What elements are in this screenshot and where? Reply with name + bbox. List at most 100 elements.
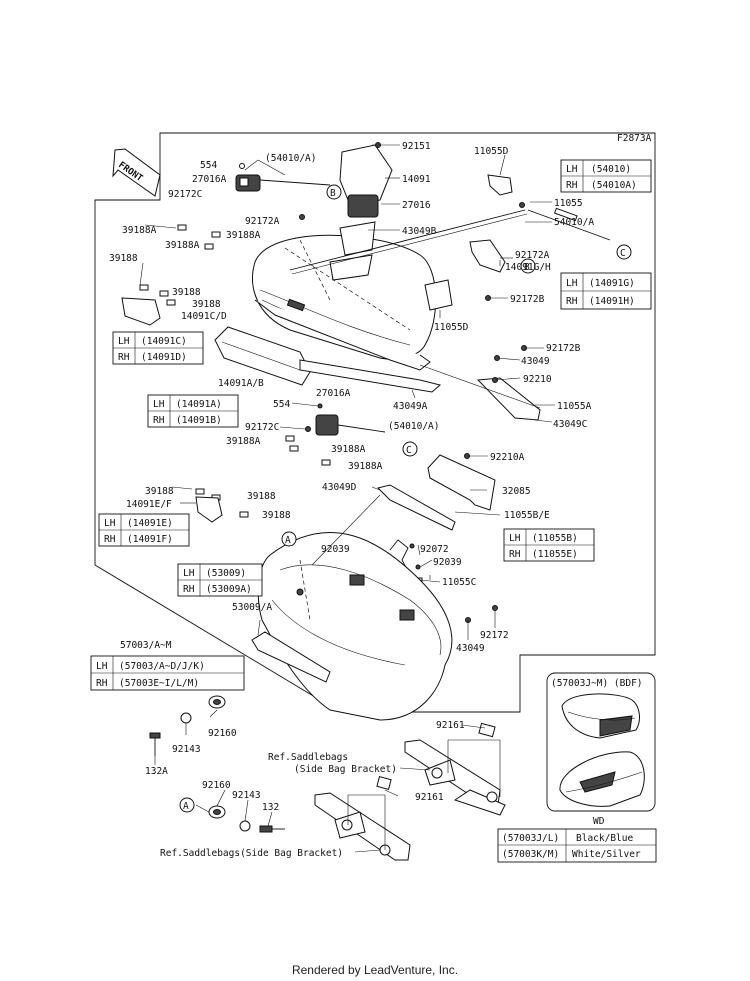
label-39188-6: 39188 (262, 510, 291, 521)
callout-a-bottom: A (183, 801, 189, 812)
label-57003am: 57003/A~M (120, 640, 172, 651)
variant-box: (57003J~M) (BDF) WD (546, 672, 656, 827)
svg-text:RH: RH (96, 678, 108, 689)
label-554: 554 (200, 160, 217, 171)
svg-text:(53009A): (53009A) (206, 584, 252, 595)
label-92161-bottom: 92161 (415, 792, 444, 803)
label-39188a-6: 39188A (348, 461, 383, 472)
label-92161-top: 92161 (436, 720, 465, 731)
strip-53009a (251, 631, 331, 683)
svg-text:LH: LH (153, 399, 165, 410)
side-table-3: LH(14091C) RH(14091D) (112, 331, 204, 365)
side-table-8: LH (57003/A~D/J/K) RH (57003E~I/L/M) (90, 655, 245, 691)
label-92072: 92072 (420, 544, 449, 555)
label-53009a: 53009/A (232, 602, 272, 613)
color-table: (57003J/L) Black/Blue (57003K/M) White/Sil… (497, 828, 657, 863)
svg-text:LH: LH (566, 164, 578, 175)
strip-43049a (299, 359, 442, 393)
label-92160-bottom: 92160 (202, 780, 231, 791)
label-92172: 92172 (480, 630, 509, 641)
label-92151: 92151 (402, 141, 431, 152)
callout-c-right: C (620, 248, 626, 259)
label-32085: 32085 (502, 486, 531, 497)
svg-text:RH: RH (566, 296, 578, 307)
rail-11055be (377, 484, 456, 531)
label-ref-bottom: Ref.Saddlebags(Side Bag Bracket) (160, 848, 343, 859)
svg-text:(14091D): (14091D) (141, 352, 187, 363)
label-39188a-5: 39188A (331, 444, 366, 455)
latch-assembly-mid (315, 414, 386, 436)
svg-text:Black/Blue: Black/Blue (576, 833, 633, 844)
label-11055c: 11055C (442, 577, 476, 588)
callout-a-mid: A (285, 535, 291, 546)
label-92039-right: 92039 (433, 557, 462, 568)
label-ref-top-1: Ref.Saddlebags (268, 752, 348, 763)
svg-text:RH: RH (118, 352, 130, 363)
svg-text:LH: LH (183, 568, 195, 579)
svg-text:(57003E~I/L/M): (57003E~I/L/M) (119, 678, 199, 689)
label-554-mid: 554 (273, 399, 290, 410)
label-132: 132 (262, 802, 279, 813)
label-54010a-top: (54010/A) (265, 153, 316, 164)
svg-text:(57003/A~D/J/K): (57003/A~D/J/K) (119, 661, 205, 672)
side-bag-bracket-bottom (314, 776, 411, 861)
svg-text:White/Silver: White/Silver (572, 849, 641, 860)
svg-text:(14091B): (14091B) (176, 415, 222, 426)
svg-text:(14091G): (14091G) (589, 278, 635, 289)
part-labels: 554 27016A 92172C (54010/A) 92151 14091 … (109, 141, 594, 859)
label-39188a-3: 39188A (165, 240, 200, 251)
svg-text:RH: RH (509, 549, 521, 560)
figure-code: F2873A (617, 133, 652, 144)
emblem-ef (195, 496, 223, 523)
label-92172b-mid: 92172B (510, 294, 545, 305)
callout-c-mid: C (406, 445, 412, 456)
svg-text:RH: RH (566, 180, 578, 191)
svg-text:(57003K/M): (57003K/M) (502, 849, 559, 860)
label-11055a: 11055A (557, 401, 592, 412)
label-43049-bottom: 43049 (456, 643, 485, 654)
leader-lines (139, 144, 555, 640)
label-92143-top: 92143 (172, 744, 201, 755)
label-14091cd: 14091C/D (181, 311, 227, 322)
label-11055d-top: 11055D (474, 146, 509, 157)
svg-text:(54010): (54010) (591, 164, 631, 175)
label-27016a: 27016A (192, 174, 227, 185)
side-table-6: LH(11055B) RH(11055E) (503, 528, 595, 562)
callout-b-top: B (330, 188, 336, 199)
lid-rod (289, 209, 526, 271)
label-ref-top-2: (Side Bag Bracket) (294, 764, 397, 775)
footer-credit: Rendered by LeadVenture, Inc. (291, 963, 459, 977)
label-92172a-left: 92172A (245, 216, 280, 227)
label-39188-2: 39188 (172, 287, 201, 298)
svg-text:LH: LH (96, 661, 108, 672)
label-43049d: 43049D (322, 482, 357, 493)
label-39188a-1: 39188A (122, 225, 157, 236)
label-14091gh: 14091G/H (505, 262, 551, 273)
label-14091ab: 14091A/B (218, 378, 264, 389)
side-table-2: LH (14091G) RH (14091H) (560, 272, 652, 310)
label-14091: 14091 (402, 174, 431, 185)
label-39188a-4: 39188A (226, 436, 261, 447)
side-table-1: LH (54010) RH (54010A) (560, 159, 652, 193)
hinge-bracket-top (329, 144, 393, 281)
label-92172a-right: 92172A (515, 250, 550, 261)
label-39188-1: 39188 (109, 253, 138, 264)
label-39188-3: 39188 (192, 299, 221, 310)
diagram-frame (94, 132, 656, 713)
svg-text:LH: LH (566, 278, 578, 289)
rod-end-bracket (487, 174, 513, 196)
svg-text:LH: LH (509, 533, 521, 544)
svg-text:(54010A): (54010A) (591, 180, 637, 191)
label-92160-top: 92160 (208, 728, 237, 739)
svg-text:(57003J/L): (57003J/L) (502, 833, 559, 844)
label-92039-left: 92039 (321, 544, 350, 555)
svg-text:(14091H): (14091H) (589, 296, 635, 307)
side-table-5: LH(14091E) RH(14091F) (98, 513, 190, 547)
label-132a: 132A (145, 766, 168, 777)
label-92210a: 92210A (490, 452, 525, 463)
svg-text:RH: RH (183, 584, 195, 595)
label-54010a-mid: (54010/A) (388, 421, 439, 432)
label-27016a-mid: 27016A (316, 388, 351, 399)
svg-text:(11055B): (11055B) (532, 533, 578, 544)
